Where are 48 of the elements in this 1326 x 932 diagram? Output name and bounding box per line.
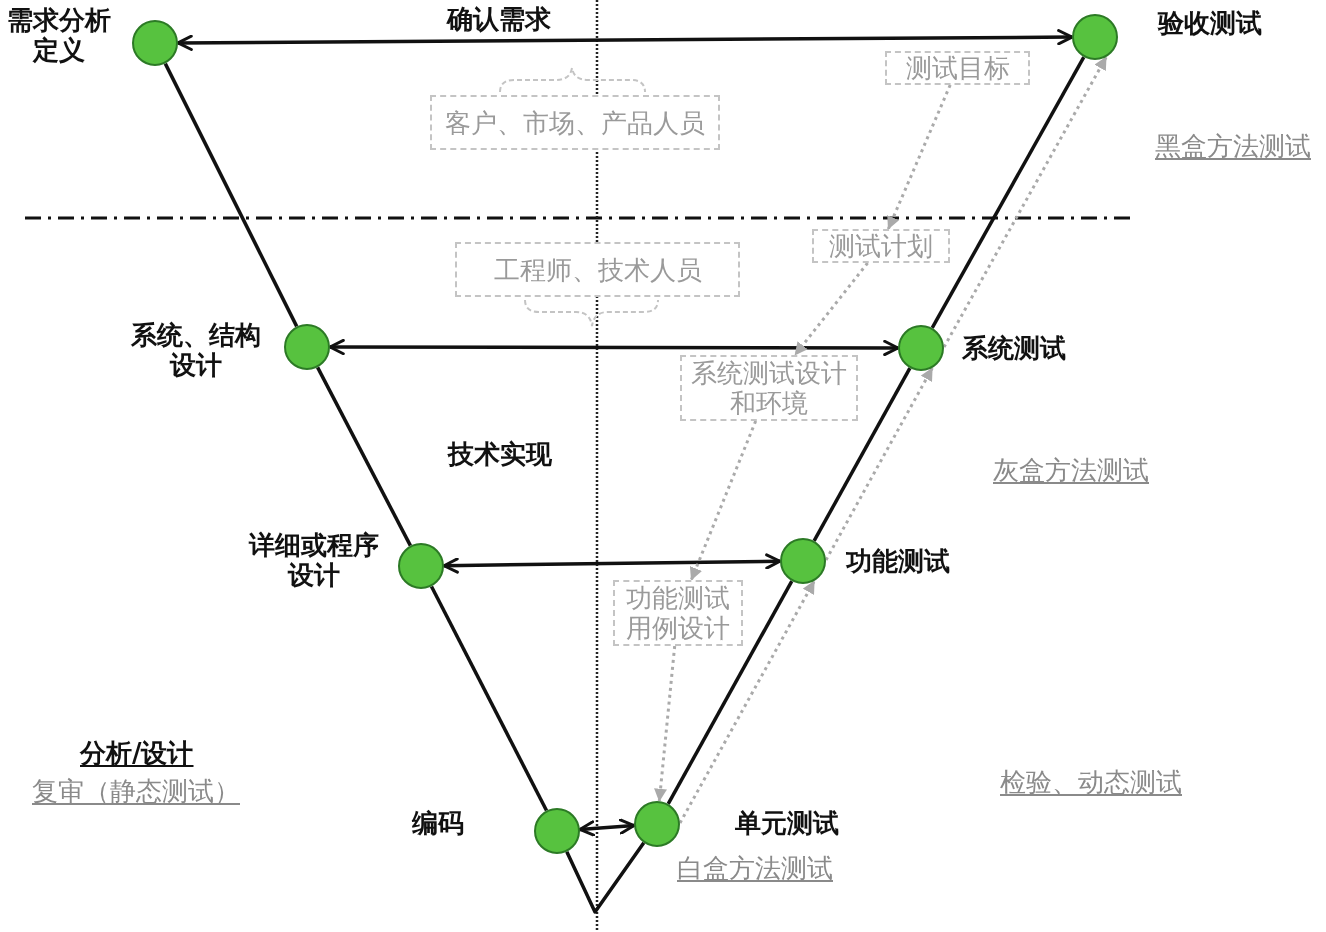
- stage-label: 功能测试: [846, 546, 951, 576]
- note-box: 测试目标: [885, 51, 1030, 85]
- connector-line: [316, 366, 412, 547]
- stage-label: 详细或程序设计: [247, 530, 380, 590]
- stage-circle: [534, 808, 580, 854]
- double-arrow: [328, 338, 900, 357]
- dotted-arrow: [824, 367, 934, 561]
- method-label: 灰盒方法测试: [993, 454, 1149, 486]
- stage-label: 系统测试: [962, 333, 1067, 363]
- stage-circle: [1072, 14, 1118, 60]
- dotted-arrow: [886, 84, 952, 230]
- connector-line: [163, 62, 299, 328]
- method-label: 白盒方法测试: [677, 852, 833, 884]
- role-box: 工程师、技术人员: [455, 242, 740, 297]
- phase-label: 复审（静态测试）: [32, 775, 240, 807]
- connector-line: [812, 367, 912, 542]
- stage-label: 编码: [412, 808, 465, 838]
- stage-label: 系统、结构设计: [130, 320, 262, 380]
- region-label: 技术实现: [448, 438, 552, 470]
- stage-label: 需求分析定义: [6, 5, 112, 65]
- stage-circle: [780, 538, 826, 584]
- double-arrow: [176, 29, 1074, 51]
- stage-circle: [132, 20, 178, 66]
- note-box: 测试计划: [812, 229, 950, 263]
- dotted-arrow: [793, 262, 869, 356]
- stage-circle: [284, 324, 330, 370]
- connector-line: [930, 56, 1086, 329]
- double-arrow: [442, 553, 782, 574]
- connector-line: [429, 585, 549, 812]
- double-arrow: [578, 818, 636, 837]
- note-box: 功能测试用例设计: [613, 580, 743, 646]
- dotted-arrow: [942, 56, 1108, 348]
- edge-label: 确认需求: [445, 3, 553, 35]
- dotted-arrow: [689, 420, 758, 581]
- stage-circle: [398, 543, 444, 589]
- connector-line: [666, 580, 794, 805]
- phase-label: 检验、动态测试: [1000, 766, 1182, 798]
- stage-label: 单元测试: [735, 808, 840, 838]
- connector-line: [565, 841, 646, 914]
- stage-label: 验收测试: [1158, 8, 1263, 38]
- role-box: 客户、市场、产品人员: [430, 95, 720, 150]
- method-label: 黑盒方法测试: [1155, 130, 1311, 162]
- dotted-arrow: [678, 580, 816, 824]
- stage-circle: [634, 801, 680, 847]
- dotted-arrow: [654, 645, 677, 802]
- stage-circle: [898, 325, 944, 371]
- note-box: 系统测试设计和环境: [680, 355, 858, 421]
- phase-label: 分析/设计: [80, 737, 194, 769]
